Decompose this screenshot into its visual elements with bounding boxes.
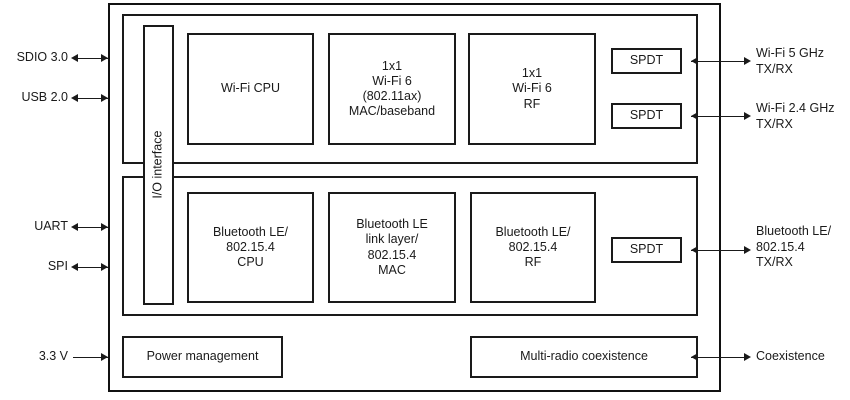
multi-radio-coexistence-block[interactable]: Multi-radio coexistence [470, 336, 698, 378]
wifi-spdt-5ghz-switch[interactable]: SPDT [611, 48, 682, 74]
port-arrow-wifi-24ghz-in [691, 111, 698, 120]
wifi-spdt-24ghz-switch[interactable]: SPDT [611, 103, 682, 129]
wifi-cpu-block[interactable]: Wi-Fi CPU [187, 33, 314, 145]
power-management-block[interactable]: Power management [122, 336, 283, 378]
port-label-coexistence: Coexistence [756, 349, 825, 363]
port-line-uart [78, 227, 108, 228]
port-arrow-wifi-24ghz-out [744, 111, 751, 120]
port-label-sdio: SDIO 3.0 [16, 50, 68, 64]
port-arrow-wifi-5ghz-out [744, 56, 751, 65]
port-line-coexistence [691, 357, 749, 358]
port-arrow-spi-out [71, 262, 78, 271]
port-arrow-uart-in [101, 222, 108, 231]
port-label-wifi-5ghz: Wi-Fi 5 GHz TX/RX [756, 46, 825, 76]
port-arrow-bluetooth-in [691, 245, 698, 254]
port-arrow-spi-in [101, 262, 108, 271]
port-line-wifi-5ghz [691, 61, 749, 62]
port-arrow-uart-out [71, 222, 78, 231]
port-arrow-coexistence-in [691, 352, 698, 361]
port-arrow-wifi-5ghz-in [691, 56, 698, 65]
port-arrow-usb-in [101, 93, 108, 102]
port-line-spi [78, 267, 108, 268]
port-line-power-3v3 [73, 357, 108, 358]
port-label-bluetooth: Bluetooth LE/ 802.15.4 TX/RX [756, 224, 832, 270]
port-arrow-power-3v3-in [101, 352, 108, 361]
io-interface-block[interactable]: I/O interface [143, 25, 174, 305]
port-arrow-coexistence-out [744, 352, 751, 361]
wifi-rf-block[interactable]: 1x1 Wi-Fi 6 RF [468, 33, 596, 145]
bluetooth-spdt-switch[interactable]: SPDT [611, 237, 682, 263]
port-label-spi: SPI [47, 259, 68, 273]
bluetooth-rf-block[interactable]: Bluetooth LE/ 802.15.4 RF [470, 192, 596, 303]
port-arrow-sdio-in [101, 53, 108, 62]
port-line-usb [78, 98, 108, 99]
port-line-wifi-24ghz [691, 116, 749, 117]
port-arrow-bluetooth-out [744, 245, 751, 254]
port-label-wifi-24ghz: Wi-Fi 2.4 GHz TX/RX [756, 101, 835, 131]
bluetooth-cpu-block[interactable]: Bluetooth LE/ 802.15.4 CPU [187, 192, 314, 303]
port-label-uart: UART [34, 219, 68, 233]
port-label-usb: USB 2.0 [21, 90, 68, 104]
wifi-mac-baseband-block[interactable]: 1x1 Wi-Fi 6 (802.11ax) MAC/baseband [328, 33, 456, 145]
port-label-power-3v3: 3.3 V [38, 349, 68, 363]
port-arrow-usb-out [71, 93, 78, 102]
port-arrow-sdio-out [71, 53, 78, 62]
port-line-bluetooth [691, 250, 749, 251]
io-interface-label: I/O interface [150, 130, 165, 200]
bluetooth-link-layer-mac-block[interactable]: Bluetooth LE link layer/ 802.15.4 MAC [328, 192, 456, 303]
port-line-sdio [78, 58, 108, 59]
